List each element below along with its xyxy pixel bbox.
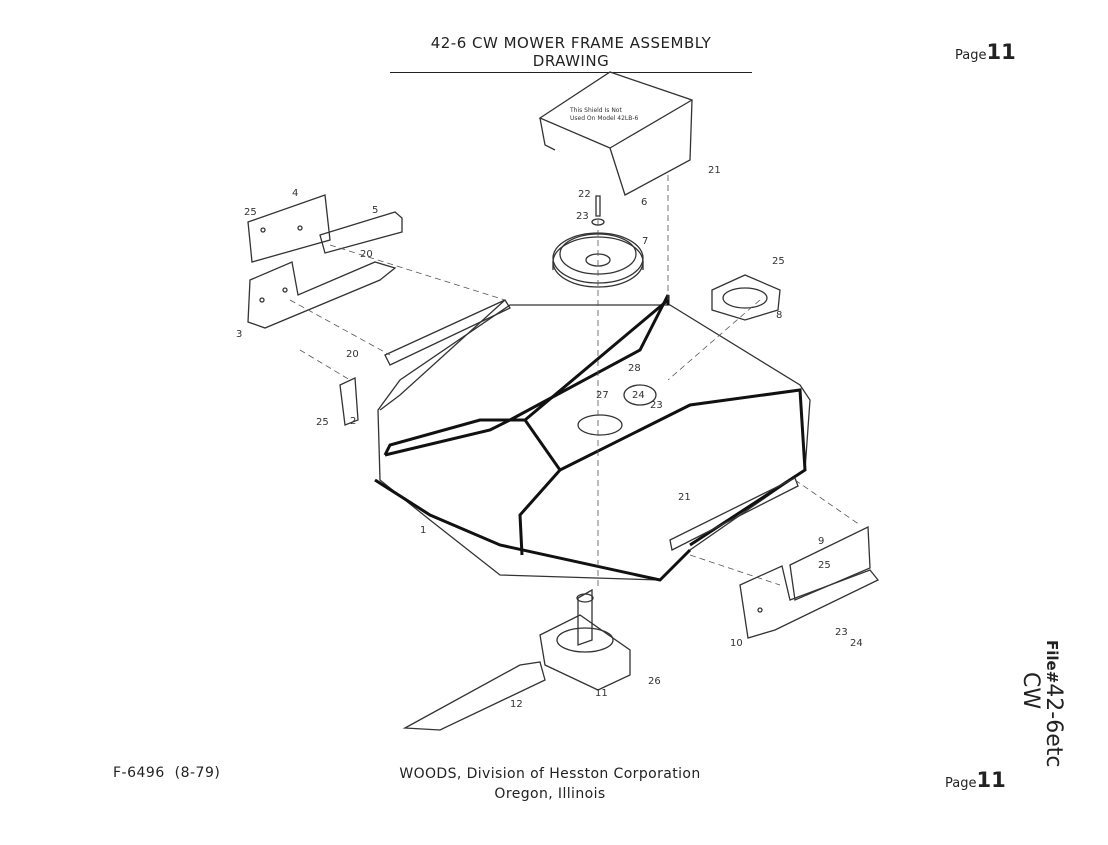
small-bracket: [339, 377, 359, 426]
left-mount-plate: [247, 194, 331, 263]
callout-25: 25: [316, 417, 329, 428]
callout-12: 12: [510, 699, 523, 710]
footer-location: Oregon, Illinois: [494, 786, 606, 802]
callout-3: 3: [236, 329, 242, 340]
right-bracket: [739, 565, 880, 639]
callout-7: 7: [642, 236, 648, 247]
mower-deck: [374, 294, 811, 582]
callout-23: 23: [576, 211, 589, 222]
callout-25: 25: [772, 256, 785, 267]
callout-5: 5: [372, 205, 378, 216]
deck-left-rail: [384, 299, 511, 366]
callout-21: 21: [708, 165, 721, 176]
form-date: (8-79): [174, 765, 221, 781]
callout-26: 26: [648, 676, 661, 687]
left-strap: [319, 211, 403, 254]
callout-27: 27: [596, 390, 609, 401]
page-number: 11: [976, 768, 1006, 792]
page-word: Page: [945, 776, 977, 791]
callouts: 1 2 3 4 5 6 7 8 9 10 11 12 20 20 21 21 2…: [236, 165, 863, 710]
callout-6: 6: [641, 197, 647, 208]
page-label-bottom: Page11: [945, 768, 1006, 792]
callout-25: 25: [818, 560, 831, 571]
shield-note-line2: Used On Model 42LB-6: [570, 115, 639, 122]
callout-10: 10: [730, 638, 743, 649]
callout-28: 28: [628, 363, 641, 374]
form-number-text: F-6496: [113, 765, 165, 781]
callout-21: 21: [678, 492, 691, 503]
belt-shield: This Shield Is Not Used On Model 42LB-6: [538, 71, 693, 196]
callout-9: 9: [818, 536, 824, 547]
spindle-housing: [539, 588, 631, 691]
callout-8: 8: [776, 310, 782, 321]
callout-23: 23: [650, 400, 663, 411]
callout-4: 4: [292, 188, 298, 199]
callout-23: 23: [835, 627, 848, 638]
page-number: 11: [986, 40, 1016, 64]
blade: [402, 661, 546, 731]
bearing-cover: [711, 274, 781, 321]
callout-2: 2: [350, 416, 356, 427]
callout-24: 24: [850, 638, 863, 649]
footer: WOODS, Division of Hesston Corporation O…: [370, 764, 730, 804]
footer-company: WOODS, Division of Hesston Corporation: [399, 766, 701, 782]
deck-right-rail: [669, 477, 799, 551]
callout-1: 1: [420, 525, 426, 536]
callout-22: 22: [578, 189, 591, 200]
assembly-lines: [289, 175, 861, 590]
drawing-title: 42-6 CW MOWER FRAME ASSEMBLY DRAWING: [390, 34, 752, 73]
form-number: F-6496 (8-79): [113, 765, 220, 781]
shield-note-line1: This Shield Is Not: [569, 107, 622, 114]
callout-20: 20: [346, 349, 359, 360]
page-word: Page: [955, 48, 987, 63]
callout-20: 20: [360, 249, 373, 260]
left-bracket: [247, 261, 397, 329]
callout-11: 11: [595, 688, 608, 699]
callout-24: 24: [632, 390, 645, 401]
right-mount-plate: [789, 525, 871, 601]
callout-25: 25: [244, 207, 257, 218]
page-label-top: Page11: [955, 40, 1016, 64]
